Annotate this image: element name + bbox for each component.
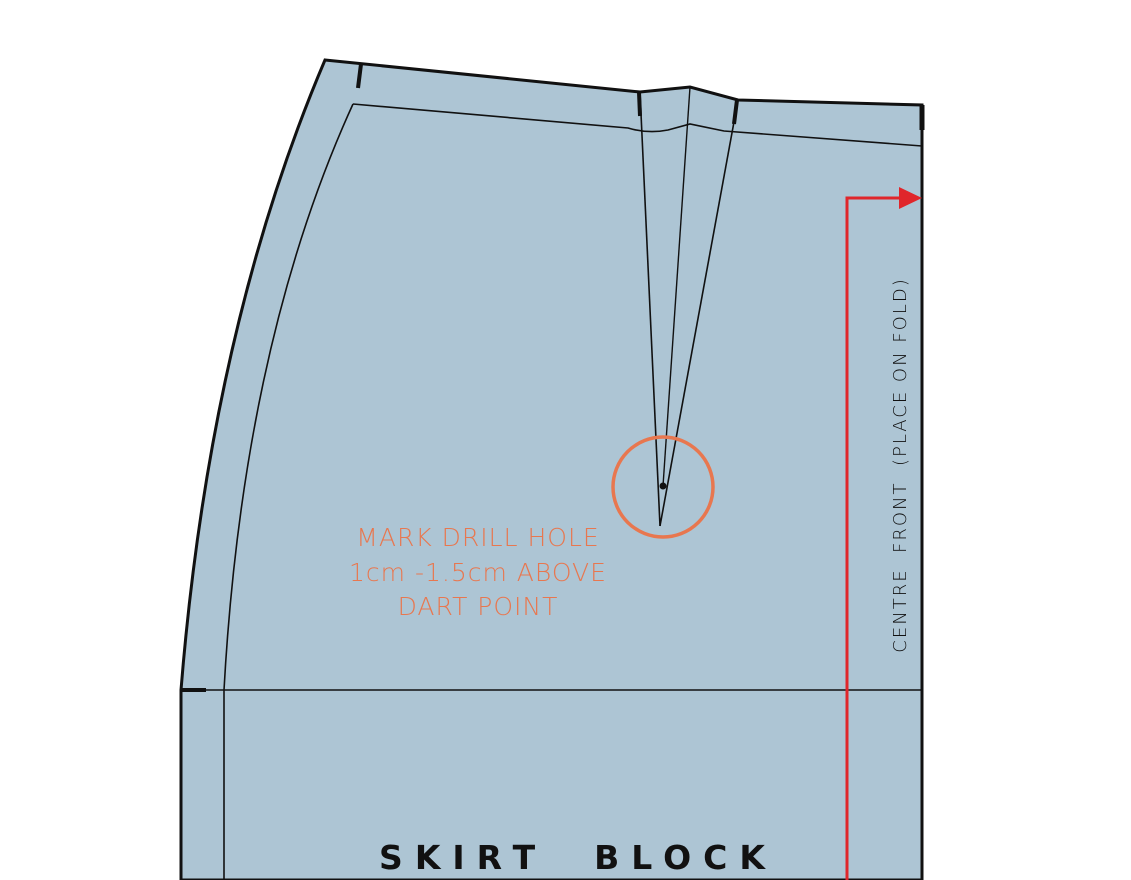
centre-front-label: CENTRE FRONT (PLACE ON FOLD) (890, 277, 911, 652)
waist-seam-line (352, 103, 923, 147)
drill-hole-dot (659, 482, 667, 490)
pattern-title: SKIRT BLOCK (379, 838, 777, 877)
notch-dart-right (732, 99, 739, 125)
dart-leg-right (659, 99, 739, 527)
notch-waist-side (356, 63, 363, 89)
dart-centre-line (662, 86, 691, 487)
pattern-piece (179, 58, 924, 880)
grainline-arrow-line (845, 196, 903, 880)
dart-leg-left (639, 91, 661, 527)
annotation-line-1: MARK DRILL HOLE (356, 523, 599, 552)
annotation-line-2: 1cm -1.5cm ABOVE (349, 558, 607, 587)
grainline-arrow-head (899, 187, 922, 209)
side-seam-line (223, 103, 354, 880)
annotation-line-3: DART POINT (398, 592, 559, 621)
notch-dart-left (637, 91, 642, 117)
drill-hole-circle (611, 435, 715, 539)
